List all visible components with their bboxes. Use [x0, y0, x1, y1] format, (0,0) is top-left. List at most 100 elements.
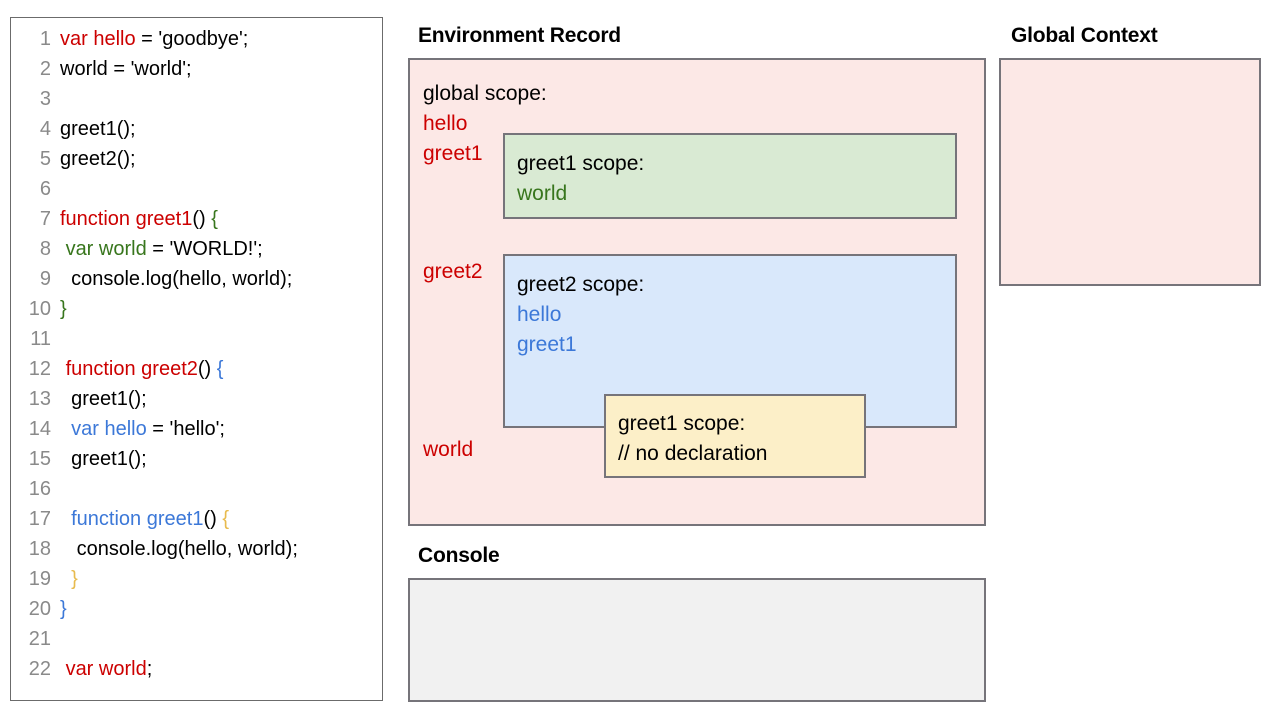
code-line-number: 16 — [28, 478, 51, 500]
code-token: = 'hello'; — [146, 418, 225, 440]
code-line-number: 6 — [39, 178, 51, 200]
code-line-number: 18 — [28, 538, 51, 560]
code-token: = 'goodbye'; — [135, 28, 249, 50]
code-line-number: 21 — [28, 628, 51, 650]
environment-record-heading: Environment Record — [418, 24, 621, 47]
code-line-text: var world; — [51, 654, 153, 684]
code-line: 5 greet2(); — [11, 144, 382, 174]
code-token: var world — [65, 658, 147, 680]
code-token: greet1(); — [60, 118, 136, 140]
code-line: 3 — [11, 84, 382, 114]
code-line-text: var hello = 'goodbye'; — [51, 24, 248, 54]
code-line: 18 console.log(hello, world); — [11, 534, 382, 564]
code-line-text: var world = 'WORLD!'; — [51, 234, 263, 264]
code-token: function greet1 — [71, 508, 204, 530]
code-line-text: greet2(); — [51, 144, 136, 174]
code-line-number: 5 — [39, 148, 51, 170]
code-line: 16 — [11, 474, 382, 504]
code-line-text: console.log(hello, world); — [51, 534, 298, 564]
code-token: } — [60, 298, 67, 320]
console-output-box — [408, 578, 986, 702]
code-token: () — [197, 358, 217, 380]
greet1-scope-title: greet1 scope: — [517, 152, 645, 175]
code-token: greet1(); — [60, 448, 147, 470]
global-context-box — [999, 58, 1261, 286]
code-token: greet2(); — [60, 148, 136, 170]
code-line-number: 3 — [39, 88, 51, 110]
code-line-number: 19 — [28, 568, 51, 590]
code-line: 21 — [11, 624, 382, 654]
code-line-number: 17 — [28, 508, 51, 530]
code-token: { — [211, 208, 218, 230]
code-line-text: greet1(); — [51, 384, 147, 414]
code-token — [60, 418, 71, 440]
code-line: 9 console.log(hello, world); — [11, 264, 382, 294]
code-token: var hello — [60, 28, 136, 50]
global-context-heading: Global Context — [1011, 24, 1158, 47]
code-token: console.log(hello, world); — [60, 538, 298, 560]
code-token: } — [60, 598, 67, 620]
code-line: 10} — [11, 294, 382, 324]
code-line-text: function greet1() { — [51, 204, 218, 234]
code-line-text: var hello = 'hello'; — [51, 414, 225, 444]
greet1-scope-box: greet1 scope: world — [503, 133, 957, 219]
global-scope-var-world: world — [423, 438, 474, 461]
code-line-number: 1 — [39, 28, 51, 50]
code-line: 22 var world; — [11, 654, 382, 684]
code-line-text: world = 'world'; — [51, 54, 192, 84]
code-line: 19 } — [11, 564, 382, 594]
code-token: var world — [65, 238, 147, 260]
code-line-number: 8 — [39, 238, 51, 260]
code-line-text: function greet2() { — [51, 354, 224, 384]
greet2-scope-box: greet2 scope: hello greet1 greet1 scope:… — [503, 254, 957, 478]
code-token: () — [192, 208, 212, 230]
code-token: function greet2 — [65, 358, 198, 380]
greet2-scope-var-hello: hello — [517, 303, 562, 326]
code-line-text: } — [51, 564, 78, 594]
global-scope-var-greet2: greet2 — [423, 260, 483, 283]
code-line-number: 14 — [28, 418, 51, 440]
code-token: { — [216, 358, 224, 380]
code-token: var hello — [71, 418, 147, 440]
code-line-number: 22 — [28, 658, 51, 680]
code-line-number: 9 — [39, 268, 51, 290]
code-token: console.log(hello, world); — [60, 268, 293, 290]
code-line-text: } — [51, 594, 67, 624]
code-line-number: 15 — [28, 448, 51, 470]
code-token: greet1(); — [60, 388, 147, 410]
code-line: 12 function greet2() { — [11, 354, 382, 384]
code-line-number: 20 — [28, 598, 51, 620]
global-scope-title: global scope: — [423, 82, 547, 105]
greet2-scope-title: greet2 scope: — [517, 273, 645, 296]
code-token: function greet1 — [60, 208, 193, 230]
code-token: } — [71, 568, 78, 590]
code-line-text: greet1(); — [51, 114, 136, 144]
code-token — [60, 568, 71, 590]
code-line-text: console.log(hello, world); — [51, 264, 292, 294]
nested-greet1-scope-box: greet1 scope: // no declaration — [604, 394, 866, 478]
code-line: 8 var world = 'WORLD!'; — [11, 234, 382, 264]
code-token: world = 'world'; — [60, 58, 192, 80]
global-scope-var-hello: hello — [423, 112, 468, 135]
code-line-number: 11 — [30, 328, 51, 350]
greet2-scope-var-greet1: greet1 — [517, 333, 577, 356]
code-line: 15 greet1(); — [11, 444, 382, 474]
environment-record-box: global scope: hello greet1 greet2 world … — [408, 58, 986, 526]
code-line-number: 10 — [28, 298, 51, 320]
nested-greet1-scope-title: greet1 scope: — [618, 412, 746, 435]
code-token: = 'WORLD!'; — [146, 238, 263, 260]
console-heading: Console — [418, 544, 500, 567]
code-line-text: function greet1() { — [51, 504, 229, 534]
code-line-text: greet1(); — [51, 444, 147, 474]
code-line: 14 var hello = 'hello'; — [11, 414, 382, 444]
code-line: 11 — [11, 324, 382, 354]
code-line: 17 function greet1() { — [11, 504, 382, 534]
code-line: 6 — [11, 174, 382, 204]
code-line-number: 12 — [28, 358, 51, 380]
global-scope-var-greet1: greet1 — [423, 142, 483, 165]
code-token: { — [222, 508, 230, 530]
